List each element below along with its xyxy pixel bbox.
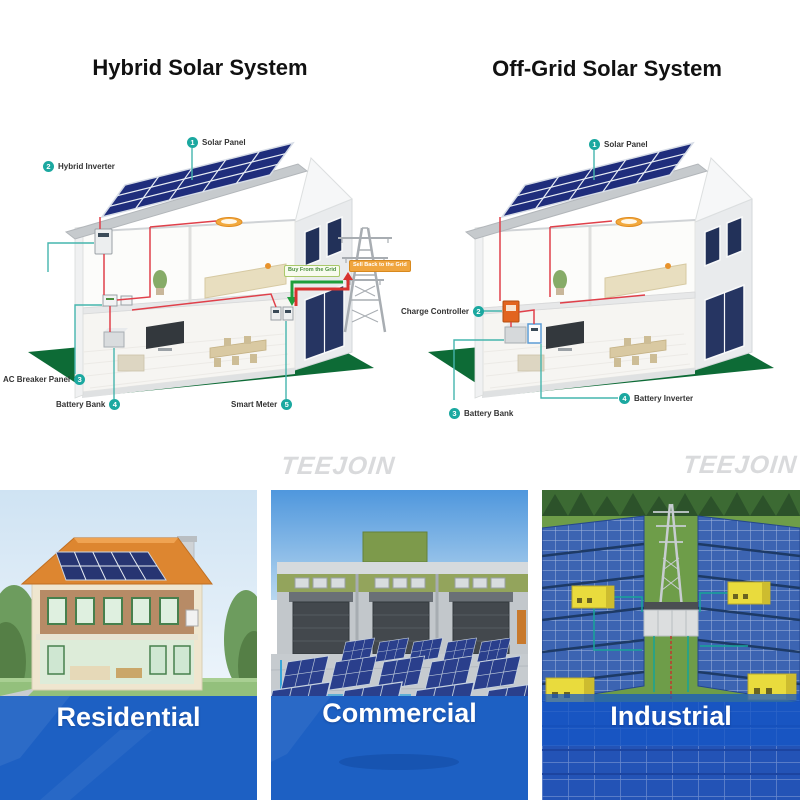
label-ac-breaker-panel: AC Breaker Panel 3: [3, 374, 86, 385]
residential-scene: [0, 490, 257, 800]
number-badge-3: 3: [74, 374, 86, 385]
sell-back-grid-badge: Sell Back to the Grid: [349, 260, 411, 272]
label-offgrid-solar-panel: 1 Solar Panel: [589, 139, 648, 150]
label-text: Battery Inverter: [634, 394, 694, 403]
commercial-label: Commercial: [322, 698, 477, 728]
leader-lines: [47, 148, 287, 399]
industrial-scene: [542, 490, 800, 800]
label-text: AC Breaker Panel: [3, 375, 71, 384]
label-smart-meter: Smart Meter 5: [231, 399, 293, 410]
label-text: Battery Bank: [56, 400, 106, 409]
hybrid-inverter-unit: [94, 228, 113, 255]
label-text: Solar Panel: [604, 140, 648, 149]
offgrid-diagram-illustration: [426, 141, 776, 400]
number-badge-3: 3: [449, 408, 460, 419]
commercial-section: Commercial: [271, 490, 528, 800]
leader-lines: [453, 148, 618, 400]
hybrid-diagram-illustration: [26, 141, 392, 400]
teejoin-logo: TEEJOIN: [279, 452, 397, 480]
number-badge-1: 1: [589, 139, 600, 150]
label-text: Hybrid Inverter: [58, 162, 115, 171]
transmission-tower: [653, 503, 689, 609]
number-badge-5: 5: [281, 399, 293, 410]
label-text: Solar Panel: [202, 138, 246, 147]
sell-arrow: [294, 272, 353, 306]
teejoin-logo: TEEJOIN: [681, 451, 799, 479]
label-charge-controller: Charge Controller 2: [401, 306, 485, 317]
number-badge-2: 2: [473, 306, 485, 317]
charge-controller-unit: [502, 300, 520, 323]
buy-from-grid-badge: Buy From the Grid: [284, 265, 341, 277]
residential-label: Residential: [56, 702, 201, 732]
wiring: [499, 217, 646, 327]
label-hybrid-battery-bank: Battery Bank 4: [56, 399, 121, 410]
battery-inverter-unit: [527, 323, 542, 344]
commercial-scene: [271, 490, 528, 800]
number-badge-4: 4: [619, 393, 630, 404]
number-badge-1: 1: [187, 137, 198, 148]
ac-breaker-unit: [102, 294, 133, 307]
offgrid-house: [426, 141, 776, 400]
wiring: [99, 217, 277, 332]
label-hybrid-solar-panel: 1 Solar Panel: [187, 137, 246, 148]
offgrid-title: Off-Grid Solar System: [492, 56, 722, 81]
label-battery-inverter: 4 Battery Inverter: [619, 393, 693, 404]
battery-bank-unit: [504, 323, 530, 344]
label-text: Charge Controller: [401, 307, 470, 316]
battery-bank-unit: [103, 328, 128, 348]
number-badge-2: 2: [43, 161, 54, 172]
label-offgrid-battery-bank: 3 Battery Bank: [449, 408, 513, 419]
industrial-label: Industrial: [610, 701, 732, 731]
label-text: Smart Meter: [231, 400, 278, 409]
number-badge-4: 4: [109, 399, 121, 410]
label-text: Battery Bank: [464, 409, 514, 418]
residential-section: Residential: [0, 490, 257, 800]
industrial-section: Industrial: [542, 490, 800, 800]
label-hybrid-inverter: 2 Hybrid Inverter: [43, 161, 115, 172]
hybrid-title: Hybrid Solar System: [92, 55, 308, 80]
